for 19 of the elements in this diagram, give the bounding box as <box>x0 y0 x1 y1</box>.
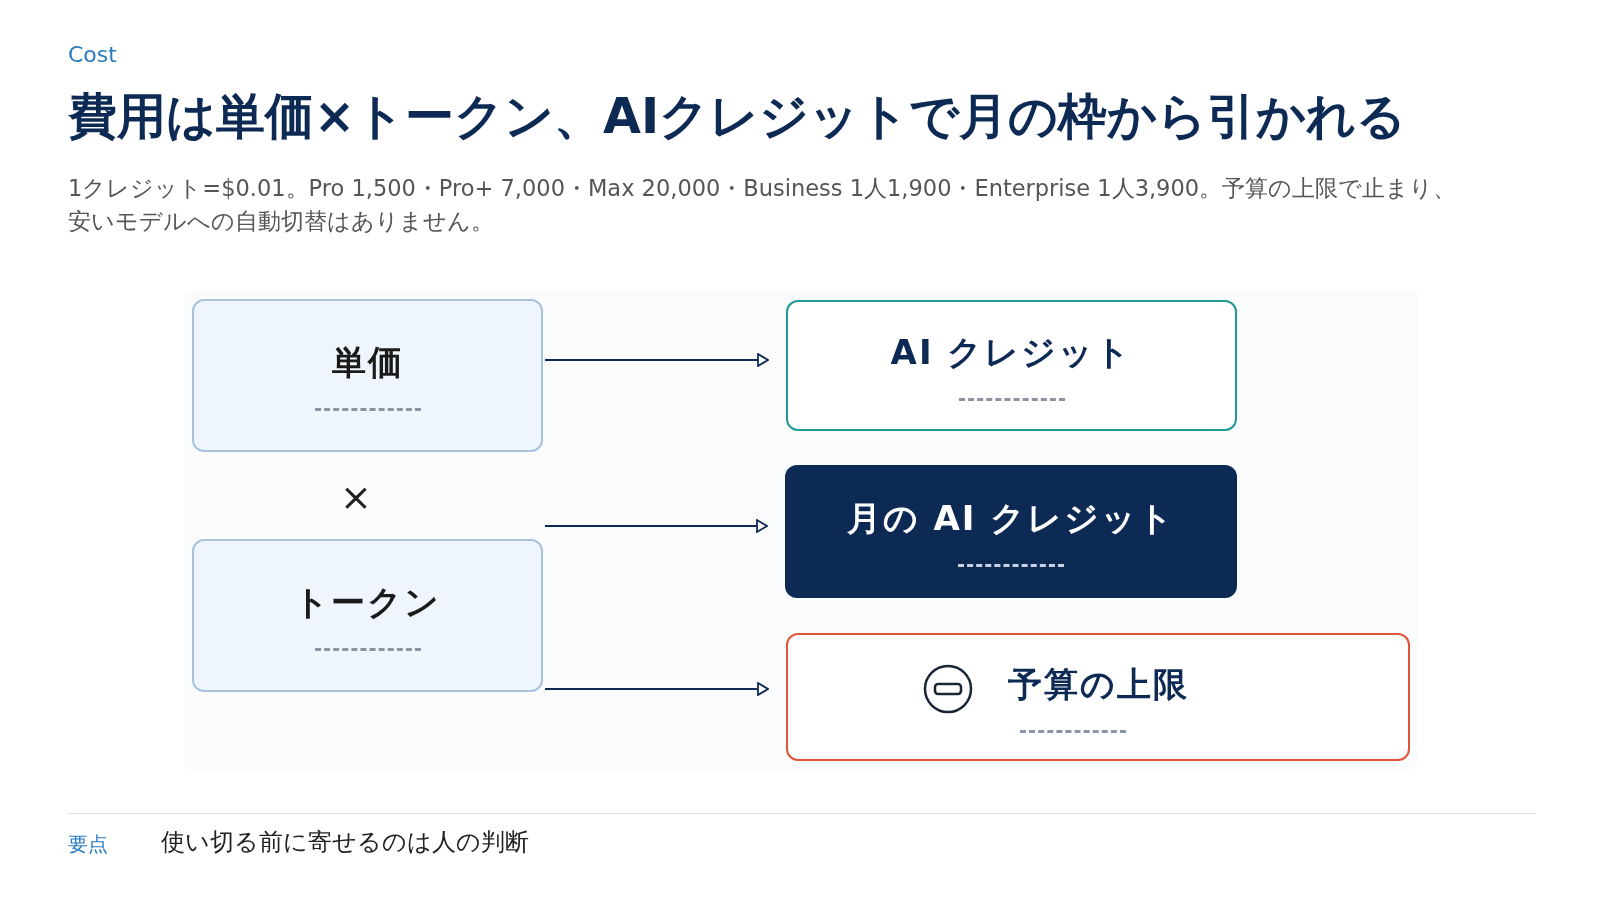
footer-note: 使い切る前に寄せるのは人の判断 <box>161 827 529 858</box>
arrow <box>544 682 769 696</box>
section-label: Cost <box>68 42 117 67</box>
limit-box <box>786 633 1410 761</box>
box-title: 予算の上限 <box>1007 662 1189 706</box>
result-box <box>786 300 1237 431</box>
box-title: 単価 <box>331 341 404 384</box>
box-title: トークン <box>294 581 441 624</box>
key-point-label: 要点 <box>68 831 108 858</box>
concept-box <box>192 299 543 452</box>
multiply-sign: × <box>340 475 372 519</box>
arrow <box>544 353 769 367</box>
title: 費用は単価×トークン、AIクレジットで月の枠から引かれる <box>68 87 1408 147</box>
result-box <box>785 465 1237 598</box>
arrow <box>544 519 768 533</box>
concept-box <box>192 539 543 692</box>
subtitle: 1クレジット=$0.01。Pro 1,500・Pro+ 7,000・Max 20,000・Business 1人1,900・Enterprise 1人3,900。予算の上限で止まり、安いモデルへの自動切替はありません。 <box>68 174 1458 236</box>
box-title: 月の AI クレジット <box>846 497 1176 540</box>
box-title: AI クレジット <box>890 331 1133 374</box>
